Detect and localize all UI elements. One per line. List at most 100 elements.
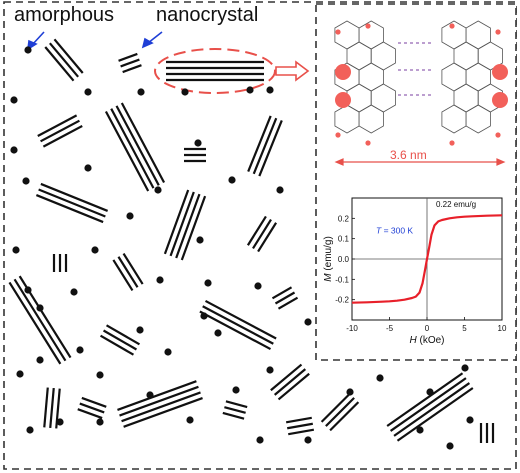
red-outline-arrow (275, 60, 310, 82)
edge-atom-large (335, 92, 351, 108)
nanocrystal-lines (247, 115, 283, 177)
atom-dot (24, 46, 32, 54)
mh-curve (351, 214, 503, 304)
atom-dot (304, 436, 312, 444)
highlight-ellipse (154, 48, 276, 94)
atom-dot (96, 371, 104, 379)
x-axis-label: H (kOe) (409, 335, 444, 346)
dimension-arrow (334, 158, 506, 166)
nanocrystal-lines (118, 52, 142, 74)
atom-dot (12, 246, 20, 254)
atom-dot (416, 426, 424, 434)
atom-dot (84, 164, 92, 172)
hex-ring (465, 104, 491, 134)
atom-dot (446, 442, 454, 450)
atom-dot (232, 386, 240, 394)
edge-atom-large (492, 64, 508, 80)
nanocrystal-lines (77, 396, 107, 420)
nanocrystal-lines (270, 363, 310, 401)
nanocrystal-lines (386, 372, 474, 442)
edge-atom-small (449, 23, 455, 29)
atom-dot (91, 246, 99, 254)
edge-atom-small (335, 29, 341, 35)
atom-dot (266, 86, 274, 94)
atom-dot (10, 146, 18, 154)
atom-dot (154, 186, 162, 194)
edge-atom-small (449, 140, 455, 146)
nanocrystal-structure (334, 20, 508, 146)
nanocrystal-lines (8, 275, 72, 365)
edge-atom-large (335, 64, 351, 80)
nanocrystal-lines (44, 38, 84, 82)
atom-dot (246, 86, 254, 94)
x-tick-label: 0 (425, 324, 430, 333)
nanocrystal-arrow (141, 31, 163, 49)
atom-dot (164, 348, 172, 356)
nanocrystal-lines (117, 380, 203, 428)
hex-ring (358, 104, 384, 134)
nanocrystal-lines (99, 324, 141, 356)
atom-dot (84, 88, 92, 96)
y-tick-label: 0.1 (338, 235, 350, 244)
x-tick-label: -5 (386, 324, 394, 333)
nanocrystal-lines (163, 189, 207, 261)
edge-atom-small (365, 140, 371, 146)
atom-dot (304, 318, 312, 326)
atom-dot (266, 366, 274, 374)
y-axis-label: M (emu/g) (323, 236, 334, 282)
atom-dot (56, 418, 64, 426)
atom-dot (36, 356, 44, 364)
atom-dot (376, 374, 384, 382)
nanocrystal-lines (222, 400, 248, 420)
atom-dot (76, 346, 84, 354)
nanocrystal-lines (43, 387, 61, 429)
nanocrystal-lines (104, 102, 166, 192)
size-label: 3.6 nm (390, 148, 427, 162)
edge-atom-small (495, 29, 501, 35)
x-tick-label: 5 (462, 324, 467, 333)
nanocrystal-lines (246, 215, 278, 253)
nanocrystal-lines (479, 423, 495, 443)
nanocrystal-label: nanocrystal (156, 4, 259, 26)
nanocrystal-lines (52, 254, 68, 272)
atom-dot (276, 186, 284, 194)
atom-dot (256, 436, 264, 444)
atom-dot (254, 282, 262, 290)
atom-dot (136, 326, 144, 334)
y-tick-label: 0.0 (338, 255, 350, 264)
atom-dot (10, 96, 18, 104)
x-tick-label: 10 (498, 324, 507, 333)
x-tick-label: -10 (346, 324, 358, 333)
nanocrystal-lines (320, 392, 360, 432)
nanocrystal-lines (37, 114, 83, 148)
nanocrystals (8, 38, 495, 443)
nanocrystal-lines (35, 182, 109, 224)
atom-dot (137, 88, 145, 96)
amorphous-arrow (26, 31, 45, 51)
y-tick-label: -0.2 (335, 296, 349, 305)
atom-dot (228, 176, 236, 184)
atom-dot (461, 364, 469, 372)
atom-dot (96, 418, 104, 426)
atom-dot (196, 236, 204, 244)
edge-atom-small (495, 132, 501, 138)
edge-atom-large (492, 92, 508, 108)
nanocrystal-lines (199, 299, 277, 351)
nanocrystal-lines (166, 60, 264, 82)
saturation-annotation: 0.22 emu/g (436, 200, 476, 209)
amorphous-label: amorphous (14, 4, 115, 26)
y-tick-label: -0.1 (335, 275, 349, 284)
edge-atom-small (365, 23, 371, 29)
atom-dot (181, 88, 189, 96)
atom-dot (214, 329, 222, 337)
atom-dot (22, 177, 30, 185)
atom-dot (186, 416, 194, 424)
atom-dot (466, 416, 474, 424)
edge-atom-small (335, 132, 341, 138)
atom-dot (16, 370, 24, 378)
atom-dot (70, 288, 78, 296)
atom-dot (204, 279, 212, 287)
atom-dot (126, 212, 134, 220)
temperature-annotation: T = 300 K (376, 226, 413, 236)
